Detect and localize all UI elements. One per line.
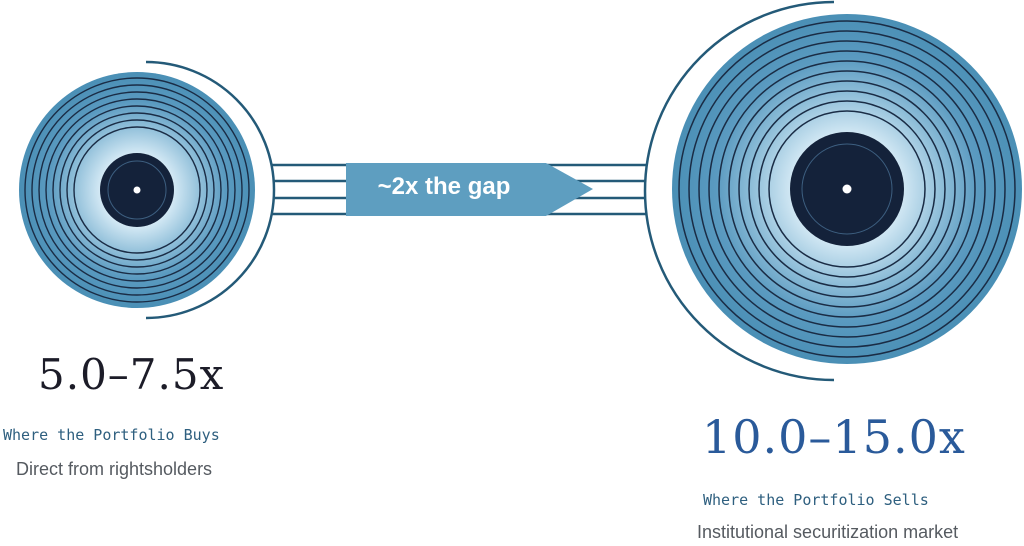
sell-caption: Where the Portfolio Sells [703, 491, 929, 509]
groove [688, 30, 1006, 348]
groove [758, 100, 936, 278]
left-vinyl-record-icon [19, 72, 255, 308]
groove [59, 112, 215, 268]
groove [52, 105, 222, 275]
buy-subcaption: Direct from rightsholders [16, 459, 213, 479]
sell-multiple: 10.0–15.0x [702, 410, 966, 464]
groove [738, 80, 956, 298]
groove [31, 84, 243, 296]
gap-arrow-label: ~2x the gap [377, 173, 511, 200]
groove [24, 77, 250, 303]
buy-caption: Where the Portfolio Buys [3, 426, 220, 444]
groove [768, 110, 926, 268]
groove [66, 119, 208, 261]
groove [748, 90, 946, 288]
groove [678, 20, 1016, 358]
gap-arrow [346, 163, 593, 216]
groove [698, 40, 996, 338]
groove [73, 126, 201, 254]
groove [708, 50, 986, 328]
groove [718, 60, 976, 318]
groove [728, 70, 966, 308]
groove [45, 98, 229, 282]
right-vinyl-record-icon [672, 14, 1022, 364]
buy-multiple: 5.0–7.5x [38, 350, 225, 399]
groove [38, 91, 236, 289]
sell-subcaption: Institutional securitization market [697, 522, 959, 542]
